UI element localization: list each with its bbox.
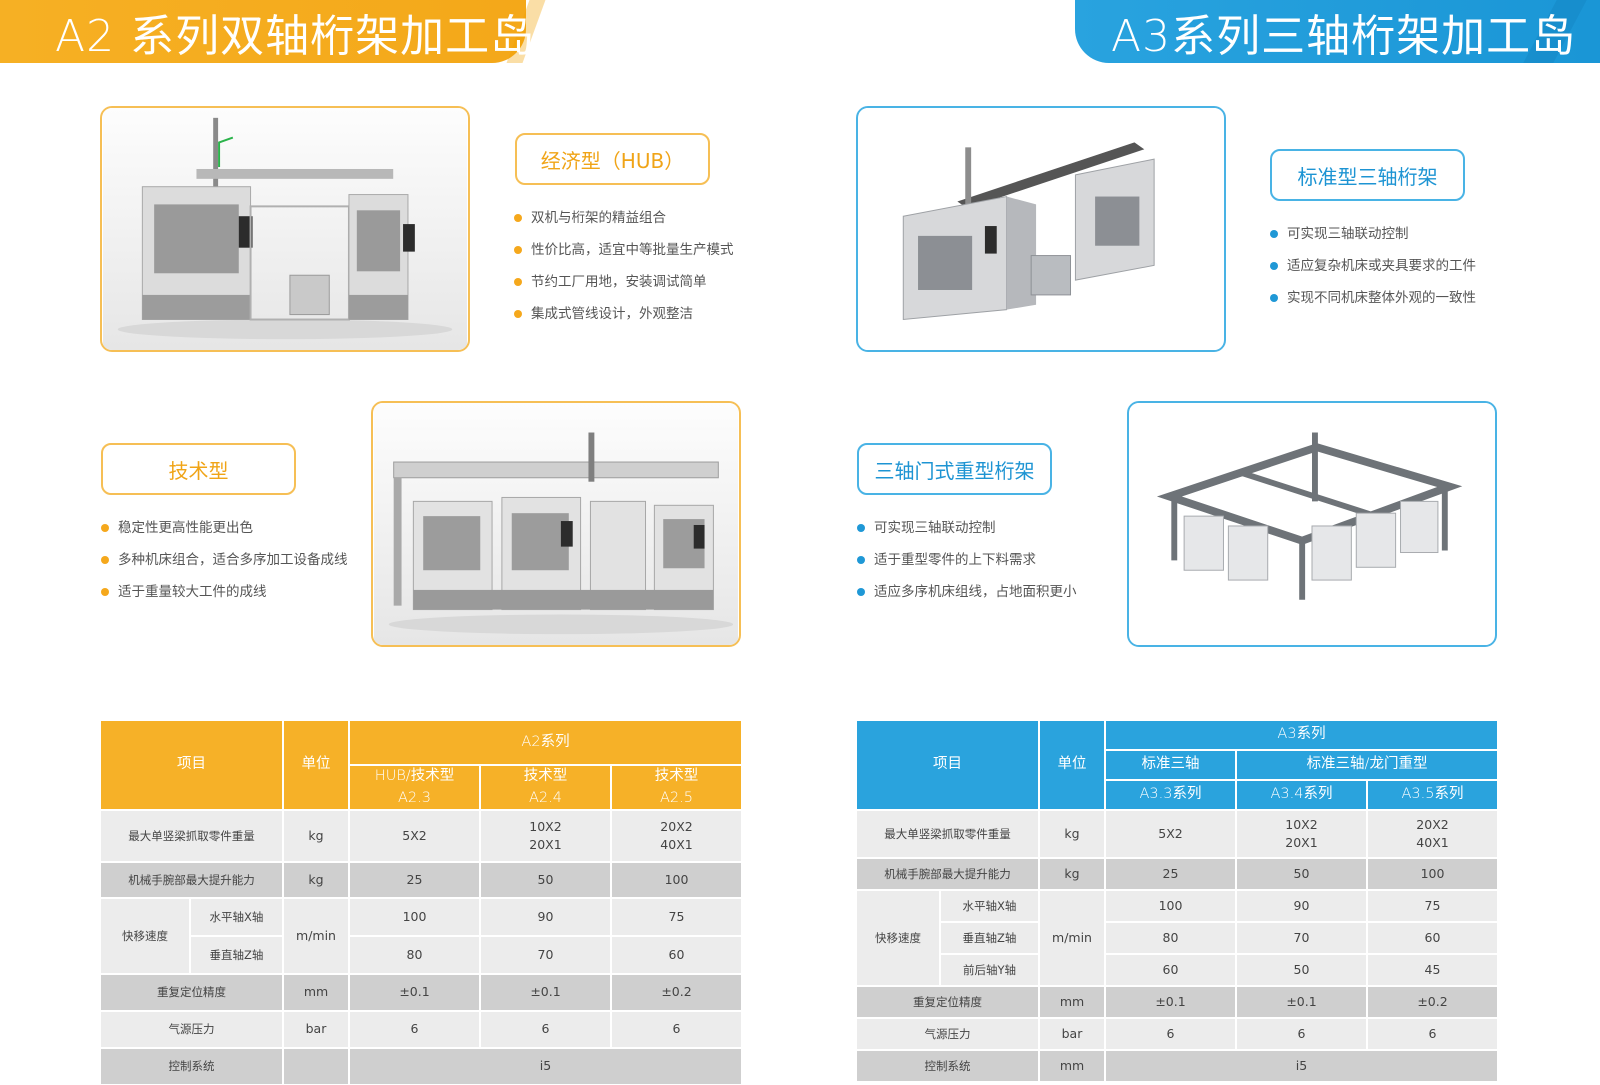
gantry-heavy-image — [1127, 401, 1497, 647]
table-row: 快移速度 水平轴X轴 m/min 100 90 75 — [855, 889, 1500, 987]
table-row: 前后轴Y轴 60 50 45 — [856, 953, 1500, 987]
table-row: 垂直轴Z轴 80 70 60 — [856, 921, 1500, 955]
gantry-heavy-badge-label: 三轴门式重型桁架 — [874, 458, 1035, 483]
table-row: 机械手腕部最大提升能力 kg 25 50 100 — [99, 861, 744, 899]
technical-badge: 技术型 — [101, 443, 296, 495]
feature-item: 适应多序机床组线，占地面积更小 — [857, 576, 1077, 608]
technical-features: 稳定性更高性能更出色 多种机床组合，适合多序加工设备成线 适于重量较大工件的成线 — [101, 512, 348, 608]
feature-item: 双机与桁架的精益组合 — [514, 202, 734, 234]
feature-item: 可实现三轴联动控制 — [857, 512, 1077, 544]
table-row: 快移速度 水平轴X轴 垂直轴Z轴 m/min 100 90 75 — [99, 897, 744, 975]
col-header-unit: 单位 — [1038, 719, 1106, 811]
feature-item: 多种机床组合，适合多序加工设备成线 — [101, 544, 348, 576]
model-header: A3.3系列 — [1104, 779, 1237, 811]
gantry-heavy-badge: 三轴门式重型桁架 — [857, 443, 1052, 495]
col-header-item: 项目 — [855, 719, 1040, 811]
a2-series-header: A2 系列双轴桁架加工岛 — [0, 0, 534, 63]
feature-item: 集成式管线设计，外观整洁 — [514, 298, 734, 330]
standard-three-axis-image — [856, 106, 1226, 352]
col-header-unit: 单位 — [282, 719, 350, 811]
table-row: 气源压力 bar 6 6 6 — [99, 1010, 744, 1049]
table-row: 控制系统 i5 — [99, 1047, 744, 1085]
a2-series-title: A2 系列双轴桁架加工岛 — [55, 10, 536, 62]
feature-item: 稳定性更高性能更出色 — [101, 512, 348, 544]
table-row: 控制系统 mm i5 — [855, 1049, 1500, 1083]
feature-item: 节约工厂用地，安装调试简单 — [514, 266, 734, 298]
economy-hub-features: 双机与桁架的精益组合 性价比高，适宜中等批量生产模式 节约工厂用地，安装调试简单… — [514, 202, 734, 330]
table-row: 气源压力 bar 6 6 6 — [855, 1017, 1500, 1051]
economy-hub-badge-label: 经济型（HUB） — [540, 148, 685, 173]
technical-machine-image — [371, 401, 741, 647]
group-header: 标准三轴 — [1104, 749, 1237, 781]
gantry-heavy-features: 可实现三轴联动控制 适于重型零件的上下料需求 适应多序机床组线，占地面积更小 — [857, 512, 1077, 608]
standard-three-axis-badge: 标准型三轴桁架 — [1270, 149, 1465, 201]
table-row: 80 70 60 — [100, 935, 744, 975]
feature-item: 适于重量较大工件的成线 — [101, 576, 348, 608]
group-header: 标准三轴/龙门重型 — [1234, 749, 1500, 781]
table-row: 机械手腕部最大提升能力 kg 25 50 100 — [855, 857, 1500, 891]
gantry-heavy-illustration — [1130, 403, 1494, 645]
economy-hub-badge: 经济型（HUB） — [515, 133, 710, 185]
technical-badge-label: 技术型 — [168, 458, 229, 483]
series-header: A2系列 — [347, 719, 744, 766]
hub-machine-illustration — [103, 108, 467, 350]
feature-item: 适应复杂机床或夹具要求的工件 — [1270, 250, 1476, 282]
table-row: 重复定位精度 mm ±0.1 ±0.1 ±0.2 — [855, 985, 1500, 1019]
model-header: A3.5系列 — [1365, 779, 1500, 811]
standard-three-axis-features: 可实现三轴联动控制 适应复杂机床或夹具要求的工件 实现不同机床整体外观的一致性 — [1270, 218, 1476, 314]
model-header: A3.4系列 — [1235, 779, 1368, 811]
feature-item: 可实现三轴联动控制 — [1270, 218, 1476, 250]
a3-series-header: A3系列三轴桁架加工岛 — [1075, 0, 1600, 63]
standard-three-axis-illustration — [859, 108, 1223, 350]
hub-machine-image — [100, 106, 470, 352]
feature-item: 性价比高，适宜中等批量生产模式 — [514, 234, 734, 266]
table-row: 重复定位精度 mm ±0.1 ±0.1 ±0.2 — [99, 973, 744, 1012]
technical-machine-illustration — [374, 403, 738, 645]
series-header: A3系列 — [1103, 719, 1500, 751]
a3-series-title: A3系列三轴桁架加工岛 — [1111, 10, 1577, 62]
col-header-item: 项目 — [99, 719, 284, 811]
a3-spec-table: 项目 单位 A3系列 标准三轴 标准三轴/龙门重型 A3.3系列 A3.4系列 … — [855, 719, 1500, 1083]
feature-item: 实现不同机床整体外观的一致性 — [1270, 282, 1476, 314]
feature-item: 适于重型零件的上下料需求 — [857, 544, 1077, 576]
standard-three-axis-badge-label: 标准型三轴桁架 — [1297, 164, 1438, 189]
